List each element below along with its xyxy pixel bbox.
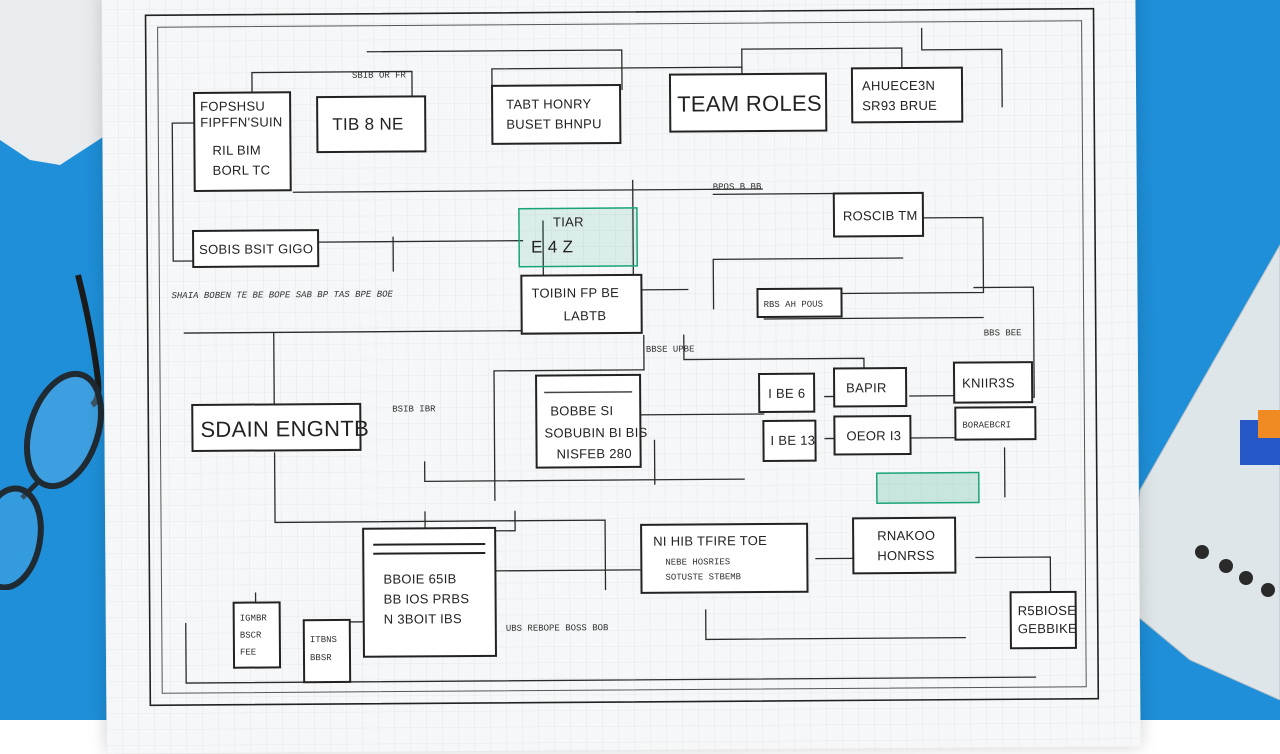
tiny-left-b [302,618,352,684]
right-top-l1: AHUECE3N [862,78,935,94]
circuit-board [1130,243,1280,700]
pair-d [762,419,817,463]
bottom-center-l2: NEBE HOSRIES [665,557,730,567]
right-strip-label: RBS AH POUS [764,300,823,310]
bottom-center-box [640,522,809,594]
bottom-right-note-l1: RNAKOO [877,528,935,543]
pair-c [952,361,1034,404]
top-left-card [193,91,292,192]
org-diagram: FOPSHSU FIPFFN'SUIN RIL BIM BORL TC TIB … [101,0,1141,754]
ann-roles: BPOS B BB [713,182,762,192]
pair-c-label: KNIIR3S [962,375,1015,390]
top-left-card-l1: FOPSHSU [200,98,265,113]
pair-f [954,406,1037,441]
ann-scribble: SHAIA BOBEN TE BE BOPE SAB BP TAS BPE BO… [171,290,393,302]
center-box [535,373,642,469]
center-box-l2: SOBUBIN BI BIS [544,425,647,441]
eyeglasses [0,274,104,590]
bottom-far-right-l2: GEBBIKE [1018,621,1077,636]
right-top-box [850,66,964,124]
right-mid-label: ROSCIB TM [843,208,918,224]
roles-small-label: TIB 8 NE [332,115,404,134]
team-roles-label: TEAM ROLES [677,91,822,117]
pair-e [833,414,912,456]
bottom-far-right [1009,590,1077,650]
bottom-left-doc-l3: N 3BOIT IBS [384,611,462,627]
ann-bottom: UBS REBOPE BOSS BOB [506,623,609,634]
right-top-l2: SR93 BRUE [862,98,937,114]
center-box-l3: NISFEB 280 [557,446,632,462]
box-labels: FOPSHSU FIPFFN'SUIN RIL BIM BORL TC TIB … [199,78,1077,663]
left-main-box [191,402,362,453]
pair-e-label: OEOR I3 [846,428,901,443]
left-mid-box [192,229,320,268]
ann-mid: BBSE UPBE [646,344,695,354]
bottom-far-right-l1: R5BIOSE [1018,603,1077,618]
center-mid-l1: TOIBIN FP BE [531,285,619,301]
blueprint-sheet: FOPSHSU FIPFFN'SUIN RIL BIM BORL TC TIB … [101,0,1141,754]
team-center-l1: TABT HONRY [506,96,591,112]
annotations: SHAIA BOBEN TE BE BOPE SAB BP TAS BPE BO… [171,70,1022,634]
center-green-l1: TIAR [553,214,584,229]
tiny-left-a-l1: IGMBR [240,613,268,623]
right-strip-box [756,287,843,319]
bottom-center-l1: NI HIB TFIRE TOE [653,533,767,549]
bottom-left-doc-l2: BB IOS PRBS [384,591,470,607]
roles-small-box [316,95,427,154]
top-left-card-l2: FIPFFN'SUIN [200,114,282,130]
tiny-left-a [232,601,282,669]
bottom-center-l3: SOTUSTE STBEMB [665,572,741,583]
left-mid-label: SOBIS BSIT GIGO [199,241,313,257]
center-mid-l2: LABTB [564,308,607,323]
bottom-right-note [852,516,957,575]
tiny-left-a-l2: BSCR [240,631,262,641]
left-main-label: SDAIN ENGNTB [200,416,369,442]
top-left-card-l3: RIL BIM [212,143,261,158]
tiny-left-b-l1: ITBNS [310,635,337,645]
ann-left: BSIB IBR [392,404,436,414]
ann-right: BBS BEE [984,328,1022,338]
pair-a [758,372,816,414]
ann-top: SBIB OR FR [352,70,407,80]
top-left-card-l4: BORL TC [213,162,271,177]
bottom-right-note-l2: HONRSS [877,548,935,563]
team-roles-box [668,72,828,133]
center-mid-box [520,273,643,335]
pair-f-label: BORAEBCRI [962,420,1011,430]
center-box-l1: BOBBE SI [550,403,613,418]
pair-d-label: I BE 13 [770,433,815,448]
pair-a-label: I BE 6 [768,386,805,401]
pair-b [832,367,908,408]
bottom-left-doc [362,526,497,658]
team-center-l2: BUSET BHNPU [506,116,602,132]
bottom-left-doc-l1: BBOIE 65IB [383,571,456,587]
tiny-left-a-l3: FEE [240,648,256,658]
pair-b-label: BAPIR [846,380,887,395]
right-mid-box [832,191,925,238]
team-center-box [491,83,622,145]
center-green-l2: E 4 Z [531,237,573,256]
tiny-left-b-l2: BBSR [310,653,332,663]
